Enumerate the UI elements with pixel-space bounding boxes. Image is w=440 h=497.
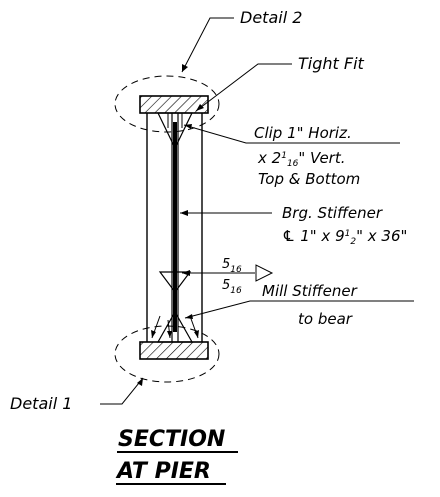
stiffener-label-line2: ℄ 1" x 912" x 36" — [282, 227, 407, 247]
title-line2: AT PIER — [115, 459, 211, 484]
title-line1: SECTION — [118, 427, 225, 452]
tight-fit-label: Tight Fit — [298, 54, 365, 73]
tight-fit-leader — [195, 63, 292, 112]
mill-leader — [184, 300, 414, 319]
top-flange — [139, 95, 209, 114]
bottom-clip — [156, 310, 194, 343]
clip-leader — [183, 124, 400, 144]
detail-1-leader — [100, 377, 144, 405]
weld-fillet-symbol — [255, 264, 274, 282]
detail-2-leader — [181, 17, 234, 73]
stiffener-label-line1: Brg. Stiffener — [282, 204, 383, 222]
detail-1-label: Detail 1 — [10, 394, 72, 413]
bearing-stiffener — [173, 122, 177, 332]
mill-label-line1: Mill Stiffener — [262, 282, 358, 300]
detail-2-label: Detail 2 — [240, 8, 302, 27]
clip-label-line2: x 2116" Vert. — [257, 149, 346, 169]
weld-size-upper: 516 — [222, 257, 242, 275]
mill-label-line2: to bear — [298, 310, 353, 328]
clip-label-line3: Top & Bottom — [258, 170, 360, 188]
bottom-flange — [139, 341, 209, 360]
lower-weld-triangle — [158, 271, 192, 293]
weld-size-lower: 516 — [222, 278, 242, 296]
clip-label-line1: Clip 1" Horiz. — [254, 124, 352, 142]
top-clip — [157, 112, 193, 150]
